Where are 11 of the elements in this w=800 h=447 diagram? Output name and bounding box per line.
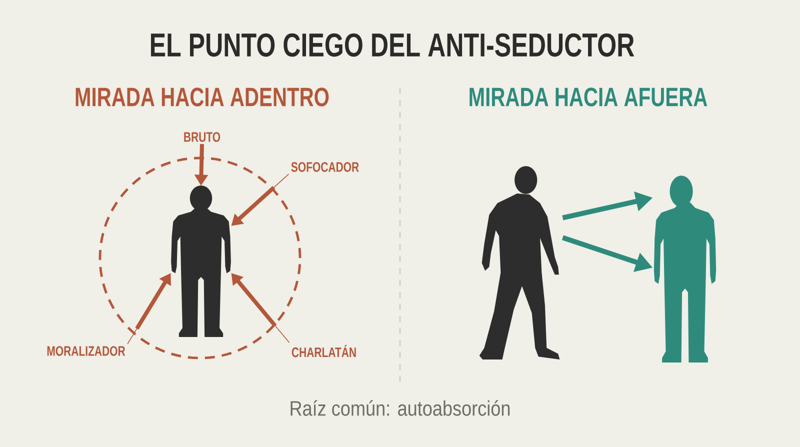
section-heading: MIRADA HACIA AFUERA bbox=[470, 88, 708, 106]
callout-label: MORALIZADOR bbox=[47, 346, 126, 356]
person-silhouette bbox=[171, 186, 231, 337]
caption: Raíz común: autoabsorción bbox=[290, 400, 510, 416]
person-silhouette bbox=[654, 176, 716, 362]
callout-label: BRUTO bbox=[184, 132, 220, 142]
callout-label: CHARLATÁN bbox=[292, 344, 356, 358]
callout-label: SOFOCADOR bbox=[291, 162, 359, 172]
person-silhouette bbox=[479, 166, 560, 360]
title: EL PUNTO CIEGO DEL ANTI-SEDUCTOR bbox=[151, 33, 634, 57]
section-heading: MIRADA HACIA ADENTRO bbox=[76, 88, 329, 106]
